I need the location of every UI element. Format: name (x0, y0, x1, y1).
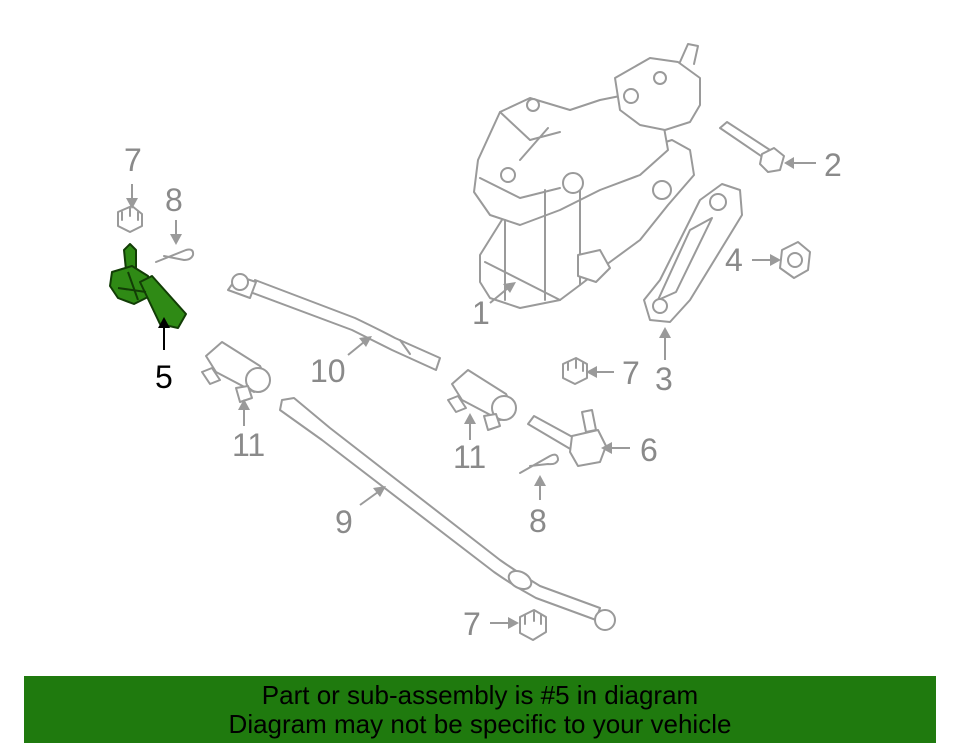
exploded-steering-diagram: 1 2 3 4 5 6 7 7 7 8 8 9 10 11 11 (109, 43, 842, 642)
pitman-arm-illustration (643, 183, 743, 323)
callout-3[interactable]: 3 (655, 361, 673, 397)
callout-labels: 1 2 3 4 5 6 7 7 7 8 8 9 10 11 11 (124, 142, 842, 642)
banner-line-part-number: Part or sub-assembly is #5 in diagram (261, 680, 699, 710)
drag-link-illustration (279, 397, 616, 631)
nut-illustration (779, 241, 811, 279)
cotter-pin-illustration-top (155, 248, 195, 263)
bolt-illustration (719, 121, 785, 173)
tie-rod-end-highlighted[interactable] (109, 243, 187, 329)
adjuster-sleeve-illustration-right (447, 369, 517, 431)
castle-nut-illustration-top (117, 205, 143, 233)
part-info-banner: Part or sub-assembly is #5 in diagram Di… (24, 676, 936, 743)
callout-1[interactable]: 1 (472, 295, 490, 331)
tie-rod-illustration (227, 273, 441, 371)
callout-5[interactable]: 5 (155, 359, 173, 395)
callout-6[interactable]: 6 (640, 432, 658, 468)
callout-11-right[interactable]: 11 (453, 439, 486, 475)
callout-10[interactable]: 10 (310, 353, 346, 389)
castle-nut-illustration-bottom (519, 609, 547, 641)
callout-2[interactable]: 2 (824, 147, 842, 183)
callout-8-bottom[interactable]: 8 (529, 503, 547, 539)
callout-8-top[interactable]: 8 (165, 182, 183, 218)
callout-7-top[interactable]: 7 (124, 142, 142, 178)
callout-7-middle[interactable]: 7 (622, 355, 640, 391)
callout-11-left[interactable]: 11 (232, 427, 265, 463)
cotter-pin-illustration-bottom (519, 453, 559, 474)
callout-9[interactable]: 9 (335, 504, 353, 540)
ball-joint-end-illustration (527, 409, 607, 467)
banner-line-disclaimer: Diagram may not be specific to your vehi… (228, 709, 732, 739)
callout-4[interactable]: 4 (725, 242, 743, 278)
castle-nut-illustration-middle (562, 357, 588, 385)
callout-7-bottom[interactable]: 7 (463, 606, 481, 642)
leader-lines (126, 157, 816, 629)
steering-gear-illustration (473, 43, 701, 309)
adjuster-sleeve-illustration-left (201, 341, 271, 403)
